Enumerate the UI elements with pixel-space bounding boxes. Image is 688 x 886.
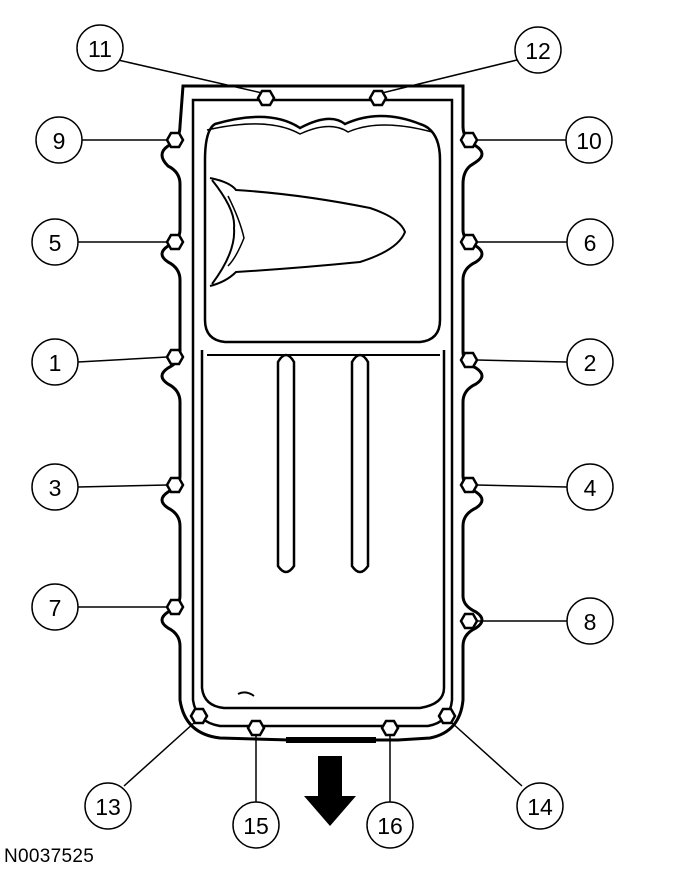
bolt-5 — [165, 233, 185, 251]
bolt-14 — [437, 707, 457, 725]
callout-number-11: 11 — [88, 36, 112, 62]
bolt-6 — [459, 233, 479, 251]
callout-number-12: 12 — [525, 38, 551, 64]
bolt-7 — [165, 598, 185, 616]
callout-number-6: 6 — [584, 230, 597, 256]
callout-circle-7 — [31, 583, 79, 631]
callout-number-5: 5 — [49, 230, 62, 256]
bolt-8 — [459, 612, 479, 630]
callout-circle-1 — [31, 338, 79, 386]
callout-circle-3 — [31, 463, 79, 511]
callout-number-16: 16 — [377, 813, 403, 839]
bolt-2 — [459, 351, 479, 369]
bolt-13 — [189, 707, 209, 725]
pan-flange — [160, 84, 484, 743]
callout-circle-5 — [31, 218, 79, 266]
callout-number-13: 13 — [95, 794, 121, 820]
callout-number-1: 1 — [49, 350, 62, 376]
callout-circle-16 — [366, 801, 414, 849]
callout-number-9: 9 — [53, 128, 66, 154]
figure-reference-id: N0037525 — [4, 846, 95, 867]
bolt-holes — [165, 89, 479, 737]
bolt-9 — [165, 131, 185, 149]
callout-circle-10 — [565, 116, 613, 164]
callout-number-15: 15 — [243, 813, 269, 839]
callout-number-2: 2 — [584, 350, 597, 376]
pan-inner-sump — [200, 114, 446, 710]
bolt-12 — [368, 89, 388, 107]
callout-circle-4 — [566, 463, 614, 511]
callout-circle-15 — [232, 801, 280, 849]
callout-circle-14 — [516, 782, 564, 830]
bolt-15 — [246, 719, 266, 737]
leader-lines — [77, 59, 568, 802]
pan-ribs — [276, 353, 370, 574]
callout-circle-2 — [566, 338, 614, 386]
callout-circle-12 — [514, 26, 562, 74]
callout-number-14: 14 — [527, 794, 553, 820]
bolt-16 — [380, 719, 400, 737]
bolt-4 — [459, 476, 479, 494]
callout-circle-9 — [35, 116, 83, 164]
callout-circle-6 — [566, 218, 614, 266]
callout-circle-8 — [566, 597, 614, 645]
callout-circle-11 — [76, 24, 124, 72]
oil-pickup-baffle — [209, 177, 407, 287]
callout-number-10: 10 — [576, 128, 602, 154]
callout-number-7: 7 — [49, 595, 62, 621]
bolt-3 — [165, 476, 185, 494]
bolt-10 — [459, 131, 479, 149]
callout-number-4: 4 — [584, 475, 597, 501]
callout-circles — [31, 24, 614, 849]
callout-circle-13 — [84, 782, 132, 830]
callout-number-3: 3 — [49, 475, 62, 501]
callout-number-8: 8 — [584, 609, 597, 635]
bolt-1 — [165, 348, 185, 366]
bolt-11 — [256, 89, 276, 107]
front-direction-arrow-icon — [304, 756, 356, 826]
